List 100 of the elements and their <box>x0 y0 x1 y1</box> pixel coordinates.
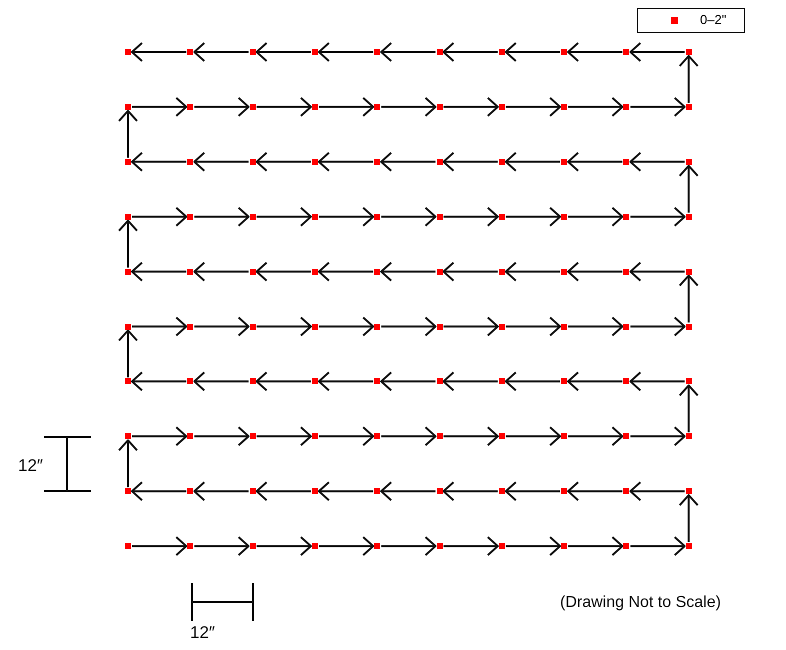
arrow <box>444 316 499 336</box>
arrow <box>504 371 560 392</box>
arrow <box>630 536 686 556</box>
sample-point <box>686 488 692 494</box>
sample-point <box>623 214 630 220</box>
sample-point <box>187 433 194 440</box>
arrow <box>193 371 249 392</box>
sample-point <box>374 268 380 275</box>
arrow <box>193 481 249 502</box>
arrow <box>442 371 498 392</box>
sample-point <box>436 49 442 55</box>
sample-point <box>436 543 442 550</box>
arrow <box>380 371 436 392</box>
arrow <box>256 206 312 227</box>
arrow <box>567 371 622 392</box>
arrow <box>442 481 498 502</box>
sample-point <box>498 268 505 275</box>
arrow <box>678 164 699 213</box>
arrow <box>442 262 498 282</box>
sample-point <box>125 324 131 330</box>
arrow <box>629 481 685 502</box>
arrow <box>131 262 186 282</box>
sample-point <box>312 433 318 440</box>
sample-point <box>312 49 318 55</box>
arrow <box>442 152 498 172</box>
sample-point <box>250 324 256 330</box>
sample-point <box>498 49 505 55</box>
sample-point <box>498 488 505 494</box>
arrow <box>256 371 311 392</box>
sample-point <box>250 543 256 550</box>
arrow <box>629 42 685 62</box>
arrow <box>630 426 686 446</box>
arrow <box>194 426 250 446</box>
arrow <box>504 42 560 62</box>
arrow <box>194 536 250 556</box>
arrow <box>318 536 374 556</box>
arrow <box>506 426 562 446</box>
legend-label: 0–2" <box>700 12 726 27</box>
sample-point <box>312 543 318 550</box>
sample-point <box>187 543 194 550</box>
sample-point <box>125 378 131 384</box>
sample-point <box>623 543 630 550</box>
arrow <box>131 42 186 62</box>
sample-point <box>125 433 131 440</box>
arrow <box>193 152 249 172</box>
arrow <box>256 152 311 172</box>
arrow <box>381 96 436 117</box>
dimension-label: 12″ <box>18 456 43 476</box>
sample-point <box>374 543 380 550</box>
arrow <box>256 42 311 62</box>
arrow <box>132 536 188 556</box>
arrow <box>194 206 250 227</box>
arrow <box>193 262 249 282</box>
sample-point <box>686 158 692 165</box>
sample-point <box>561 543 568 550</box>
sample-point <box>498 214 505 220</box>
arrow <box>256 426 312 446</box>
arrow <box>118 220 138 268</box>
note-text: (Drawing Not to Scale) <box>560 594 721 612</box>
arrow <box>381 536 436 556</box>
sample-point <box>498 433 505 440</box>
sample-point <box>436 214 442 220</box>
sample-point <box>561 104 568 110</box>
arrow <box>380 152 436 172</box>
sample-point <box>374 158 380 165</box>
arrow <box>131 371 186 392</box>
arrow <box>131 152 186 172</box>
sample-point <box>686 324 692 330</box>
sample-point <box>623 49 630 55</box>
sample-point <box>125 158 131 165</box>
sample-point <box>312 268 318 275</box>
sample-point <box>374 324 380 330</box>
arrow <box>629 262 685 282</box>
sample-point <box>623 433 630 440</box>
arrow <box>256 536 312 556</box>
sample-point <box>436 378 442 384</box>
sample-point <box>312 214 318 220</box>
arrow <box>118 330 138 378</box>
sample-point <box>312 378 318 384</box>
arrow <box>381 206 436 227</box>
arrow <box>568 206 624 227</box>
sample-point <box>686 49 692 55</box>
sample-point <box>561 214 568 220</box>
arrow <box>380 262 436 282</box>
arrow <box>630 316 686 336</box>
arrow <box>678 494 699 542</box>
sample-point <box>125 49 131 55</box>
sample-point <box>561 488 568 494</box>
sample-point <box>312 488 318 494</box>
sample-point <box>498 324 505 330</box>
arrow <box>568 316 624 336</box>
arrow <box>318 481 374 502</box>
arrow <box>504 152 560 172</box>
arrow <box>194 316 250 336</box>
sample-point <box>187 214 194 220</box>
arrow <box>318 152 374 172</box>
sample-point <box>436 324 442 330</box>
arrow <box>678 55 699 103</box>
sample-point <box>374 433 380 440</box>
arrow <box>629 371 685 392</box>
